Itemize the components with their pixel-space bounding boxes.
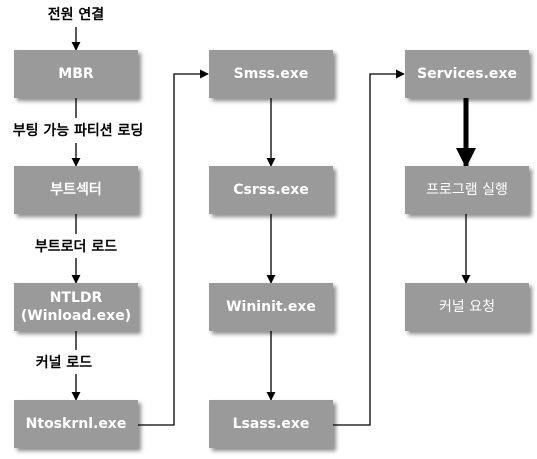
box-csrss-text: Csrss.exe: [233, 182, 309, 198]
box-ntldr-line1: NTLDR: [49, 290, 103, 306]
box-services-text: Services.exe: [417, 66, 517, 82]
box-csrss: Csrss.exe: [209, 166, 333, 214]
label-load-bootloader: 부트로더 로드: [34, 239, 118, 255]
box-ntldr: NTLDR (Winload.exe): [14, 283, 138, 331]
box-ntoskrnl: Ntoskrnl.exe: [14, 400, 138, 448]
box-smss: Smss.exe: [209, 50, 333, 98]
box-wininit: Wininit.exe: [209, 283, 333, 331]
box-lsass: Lsass.exe: [209, 400, 333, 448]
label-power-on: 전원 연결: [47, 7, 105, 23]
arrow-lsass-to-services: [333, 69, 405, 426]
box-ntldr-line2: (Winload.exe): [20, 308, 132, 324]
box-boot-sector: 부트섹터: [14, 166, 138, 214]
box-program-execution: 프로그램 실행: [405, 166, 529, 214]
box-kernel-request: 커널 요청: [405, 283, 529, 331]
box-wininit-text: Wininit.exe: [226, 299, 316, 315]
box-mbr-text: MBR: [58, 66, 94, 82]
box-mbr: MBR: [14, 50, 138, 98]
box-lsass-text: Lsass.exe: [232, 416, 310, 432]
box-boot-sector-text: 부트섹터: [50, 182, 102, 198]
label-load-kernel: 커널 로드: [35, 355, 93, 371]
label-load-bootable-partition: 부팅 가능 파티션 로딩: [12, 123, 144, 139]
box-smss-text: Smss.exe: [233, 66, 309, 82]
arrow-ntoskrnl-to-smss: [138, 69, 209, 426]
box-kernel-request-text: 커널 요청: [439, 299, 495, 315]
box-program-execution-text: 프로그램 실행: [426, 182, 508, 198]
box-ntoskrnl-text: Ntoskrnl.exe: [25, 416, 127, 432]
box-services: Services.exe: [405, 50, 529, 98]
